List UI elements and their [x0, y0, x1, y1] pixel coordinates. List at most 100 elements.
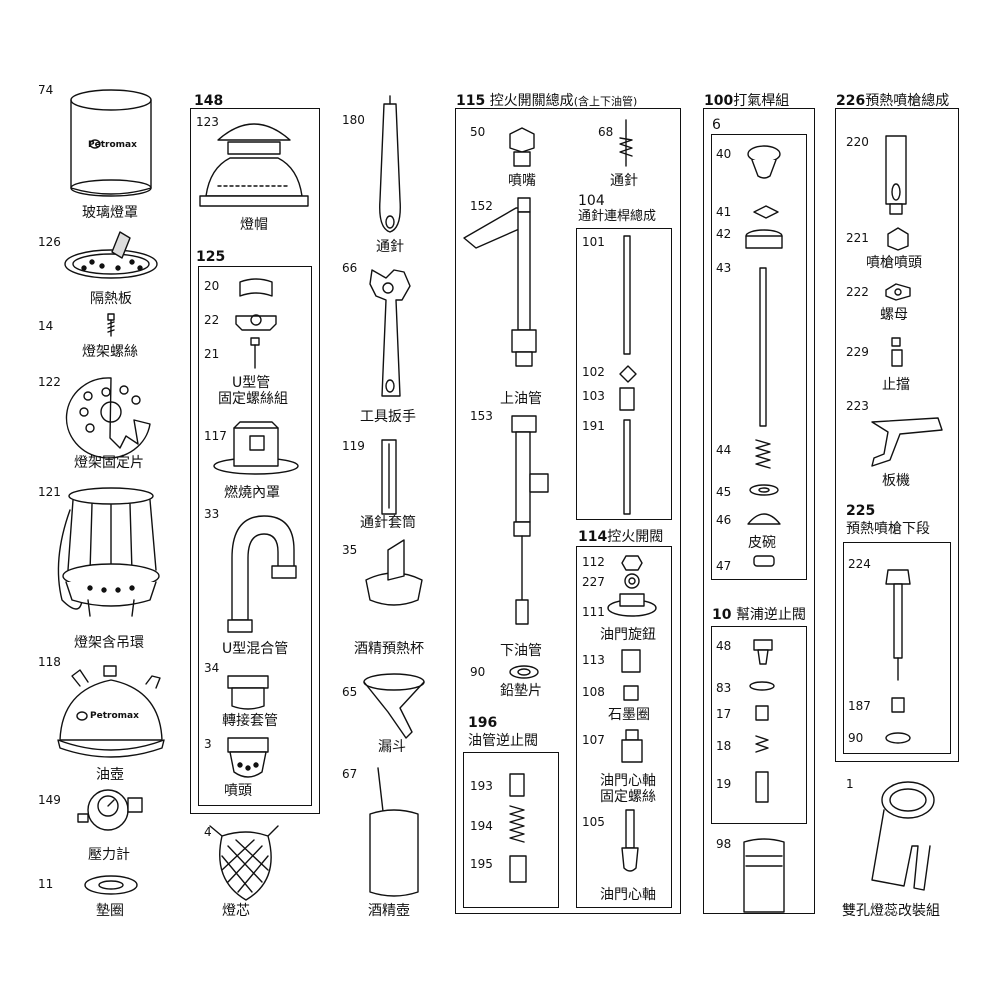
- label-nozzle: 噴頭: [224, 783, 252, 799]
- part-number-122: 122: [38, 375, 61, 389]
- spindle-105-drawing: [621, 809, 639, 872]
- brand-logo-text: Petromax: [88, 140, 137, 150]
- part-number-74: 74: [38, 83, 54, 97]
- graphite-ring-drawing: [623, 685, 639, 701]
- rod-101-drawing: [623, 235, 631, 355]
- label-valve-spindle-2: 固定螺絲: [600, 789, 656, 805]
- part-number-48: 48: [716, 639, 732, 653]
- torch-lower-drawing: [885, 569, 911, 681]
- label-heat-shield: 隔熱板: [90, 291, 132, 307]
- rod-191-drawing: [623, 419, 631, 515]
- part-113-drawing: [621, 649, 641, 673]
- part-number-68: 68: [598, 125, 614, 139]
- funnel-drawing: [363, 673, 425, 739]
- group-name-10: 幫浦逆止閥: [735, 607, 806, 623]
- group-number-100: 100: [704, 93, 734, 109]
- part-number-191: 191: [582, 419, 605, 433]
- tool-wrench-drawing: [369, 269, 411, 397]
- part-83-drawing: [749, 681, 775, 691]
- part-103-drawing: [619, 387, 635, 411]
- part-number-35: 35: [342, 543, 358, 557]
- lantern-frame-drawing: [57, 487, 160, 617]
- group-104-box: [576, 228, 672, 520]
- label-lower-tube: 下油管: [500, 643, 542, 659]
- group-title-226: 226預熱噴槍總成: [836, 94, 949, 108]
- part-number-83: 83: [716, 681, 732, 695]
- label-washer: 墊圈: [96, 903, 124, 919]
- part-number-22: 22: [204, 313, 220, 327]
- mixing-tube-drawing: [227, 515, 297, 633]
- mantle-drawing: [209, 825, 279, 901]
- spring-44-drawing: [755, 439, 771, 469]
- fuel-tank-drawing: [57, 665, 165, 758]
- label-lantern-frame: 燈架含吊環: [74, 635, 144, 651]
- group-number-10: 10: [712, 607, 732, 623]
- group-226-box: [835, 108, 959, 762]
- part-number-187: 187: [848, 699, 871, 713]
- label-twin-wick-holder: 雙孔燈蕊改裝組: [842, 903, 940, 919]
- label-cleaning-needle: 通針: [376, 239, 404, 255]
- part-number-123: 123: [196, 115, 219, 129]
- part-number-113: 113: [582, 653, 605, 667]
- group-number-6: 6: [712, 117, 721, 133]
- label-mixing-tube: U型混合管: [222, 641, 289, 657]
- lower-tube-drawing: [511, 415, 549, 625]
- group-note-115: (含上下油管): [573, 95, 638, 108]
- part-number-98: 98: [716, 837, 732, 851]
- part-number-45: 45: [716, 485, 732, 499]
- part-number-4: 4: [204, 825, 212, 839]
- part-number-194: 194: [470, 819, 493, 833]
- group-number-148: 148: [194, 93, 224, 109]
- needle-sleeve-drawing: [381, 439, 397, 515]
- part-number-221: 221: [846, 231, 869, 245]
- part-number-153: 153: [470, 409, 493, 423]
- part-number-112: 112: [582, 555, 605, 569]
- part-number-121: 121: [38, 485, 61, 499]
- part-number-149: 149: [38, 793, 61, 807]
- group-114-box: [576, 546, 672, 908]
- pressure-gauge-drawing: [77, 789, 143, 831]
- pump-knob-drawing: [747, 145, 781, 179]
- part-number-3: 3: [204, 737, 212, 751]
- glass-chimney-drawing: [70, 89, 152, 197]
- preheat-cup-drawing: [365, 539, 423, 606]
- part-number-101: 101: [582, 235, 605, 249]
- part-number-105: 105: [582, 815, 605, 829]
- part-number-126: 126: [38, 235, 61, 249]
- burner-shell-drawing: [213, 421, 299, 475]
- group-title-10: 10 幫浦逆止閥: [712, 608, 806, 622]
- label-upper-tube: 上油管: [500, 391, 542, 407]
- group-number-104: 104: [578, 193, 605, 209]
- part-number-224: 224: [848, 557, 871, 571]
- label-burner-shell: 燃燒內罩: [224, 485, 280, 501]
- lead-gasket-drawing: [509, 665, 539, 679]
- label-hood: 燈帽: [240, 217, 268, 233]
- part-number-19: 19: [716, 777, 732, 791]
- part-47-drawing: [753, 555, 775, 567]
- part-48-drawing: [753, 639, 773, 665]
- label-adapter: 轉接套管: [222, 713, 278, 729]
- group-196-box: [463, 752, 559, 908]
- part-number-44: 44: [716, 443, 732, 457]
- cleaning-needle-drawing: [379, 95, 401, 233]
- frame-bracket-drawing: [65, 377, 151, 459]
- group-name-104: 通針連桿總成: [578, 209, 657, 224]
- group-number-114: 114: [578, 529, 608, 545]
- part-number-67: 67: [342, 767, 358, 781]
- part-number-107: 107: [582, 733, 605, 747]
- group-number-115: 115: [456, 93, 486, 109]
- part-number-193: 193: [470, 779, 493, 793]
- part-90-torch-drawing: [885, 732, 911, 744]
- label-lead-gasket: 鉛墊片: [500, 683, 542, 699]
- stop-229-drawing: [891, 337, 903, 367]
- part-112-drawing: [621, 555, 643, 571]
- part-193-drawing: [509, 773, 525, 797]
- heat-shield-drawing: [64, 231, 158, 279]
- group-6-box: [711, 134, 807, 580]
- label-pin: 通針: [610, 173, 638, 189]
- part-number-65: 65: [342, 685, 358, 699]
- part-number-18: 18: [716, 739, 732, 753]
- group-148-box: [190, 108, 320, 814]
- part-number-33: 33: [204, 507, 220, 521]
